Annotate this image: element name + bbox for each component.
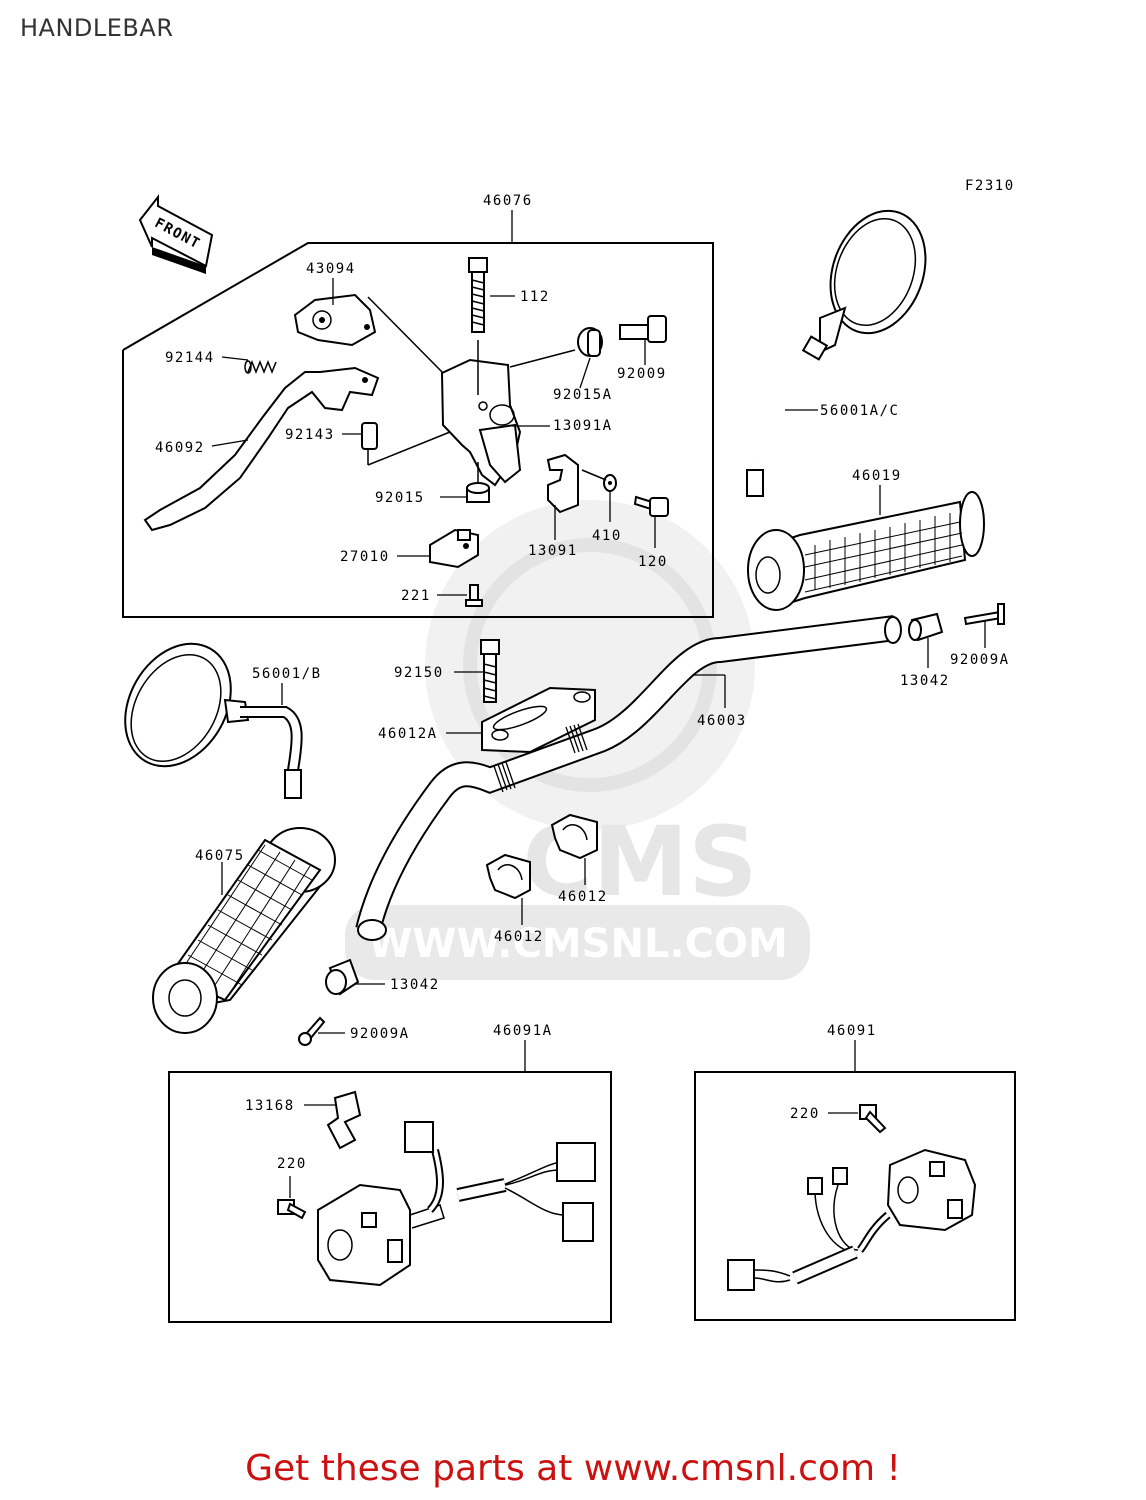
part-46012-holder-a — [485, 853, 531, 900]
part-label-220-b: 220 — [790, 1106, 820, 1122]
part-label-46012A: 46012A — [378, 726, 438, 742]
assembly-box-46091A — [168, 1071, 612, 1323]
part-label-56001AC: 56001A/C — [820, 403, 899, 419]
part-56001B-mirror — [124, 642, 303, 799]
cta-text[interactable]: Get these parts at www.cmsnl.com ! — [245, 1448, 901, 1489]
part-label-220-a: 220 — [277, 1156, 307, 1172]
part-label-46003: 46003 — [697, 713, 747, 729]
part-label-92144: 92144 — [165, 350, 215, 366]
part-220-screw-a — [277, 1199, 307, 1220]
part-label-56001B: 56001/B — [252, 666, 322, 682]
front-arrow-icon: FRONT — [138, 194, 214, 274]
part-label-13042-right: 13042 — [900, 673, 950, 689]
part-27010-switch — [429, 528, 479, 569]
part-46012A-holder — [481, 686, 596, 754]
part-56001AC-mirror — [746, 209, 927, 497]
part-13091A-perch — [440, 358, 522, 487]
part-46091-switch-housing — [727, 1148, 977, 1291]
part-label-46012-a: 46012 — [494, 929, 544, 945]
part-label-13042-left: 13042 — [390, 977, 440, 993]
part-label-46076: 46076 — [483, 193, 533, 209]
part-46012-holder-b — [550, 813, 598, 860]
part-410-washer — [603, 474, 617, 492]
part-label-46091A: 46091A — [493, 1023, 553, 1039]
part-112-bolt — [468, 257, 488, 333]
part-120-bolt — [633, 495, 669, 517]
part-92009A-screw-right — [963, 603, 1005, 626]
part-221-screw — [465, 584, 483, 607]
part-92009-screw — [619, 315, 667, 343]
part-92015A-nut — [577, 327, 603, 357]
figure-code: F2310 — [965, 178, 1015, 194]
part-label-92015A: 92015A — [553, 387, 613, 403]
part-92144-spring — [244, 359, 277, 375]
part-label-92150: 92150 — [394, 665, 444, 681]
part-43094-bracket — [293, 293, 377, 347]
parts-diagram: WWW.CMSNL.COM CMS FRONT F2310 46076 4309… — [122, 178, 1016, 1323]
part-label-92143: 92143 — [285, 427, 335, 443]
part-label-46092: 46092 — [155, 440, 205, 456]
part-92150-bolt — [480, 639, 500, 703]
part-13042-weight-right — [908, 612, 944, 642]
part-46091A-switch-housing — [317, 1121, 596, 1287]
part-46003-handlebar — [355, 615, 902, 941]
part-13168-clip — [326, 1090, 362, 1150]
part-label-92009: 92009 — [617, 366, 667, 382]
part-label-13168: 13168 — [245, 1098, 295, 1114]
part-label-92009A-left: 92009A — [350, 1026, 410, 1042]
watermark-url: WWW.CMSNL.COM — [368, 921, 788, 967]
part-92143-collar — [361, 422, 378, 450]
page-title: HANDLEBAR — [20, 14, 174, 42]
part-label-410: 410 — [592, 528, 622, 544]
part-13091-clamp — [546, 453, 579, 514]
part-220-screw-b — [859, 1104, 887, 1134]
part-label-43094: 43094 — [306, 261, 356, 277]
part-label-13091: 13091 — [528, 543, 578, 559]
part-92009A-screw-left — [298, 1016, 326, 1046]
part-label-46091: 46091 — [827, 1023, 877, 1039]
part-label-221: 221 — [401, 588, 431, 604]
part-label-46075: 46075 — [195, 848, 245, 864]
part-46075-grip — [152, 827, 336, 1034]
part-46019-grip — [747, 491, 985, 611]
part-label-46019: 46019 — [852, 468, 902, 484]
part-92015-nut — [466, 482, 490, 503]
part-label-120: 120 — [638, 554, 668, 570]
part-13042-weight-left — [325, 958, 360, 996]
part-label-27010: 27010 — [340, 549, 390, 565]
part-label-92009A-right: 92009A — [950, 652, 1010, 668]
part-46092-lever — [143, 366, 380, 532]
part-label-92015: 92015 — [375, 490, 425, 506]
assembly-box-46076 — [122, 242, 714, 618]
part-label-46012-b: 46012 — [558, 889, 608, 905]
part-label-13091A: 13091A — [553, 418, 613, 434]
part-label-112: 112 — [520, 289, 550, 305]
